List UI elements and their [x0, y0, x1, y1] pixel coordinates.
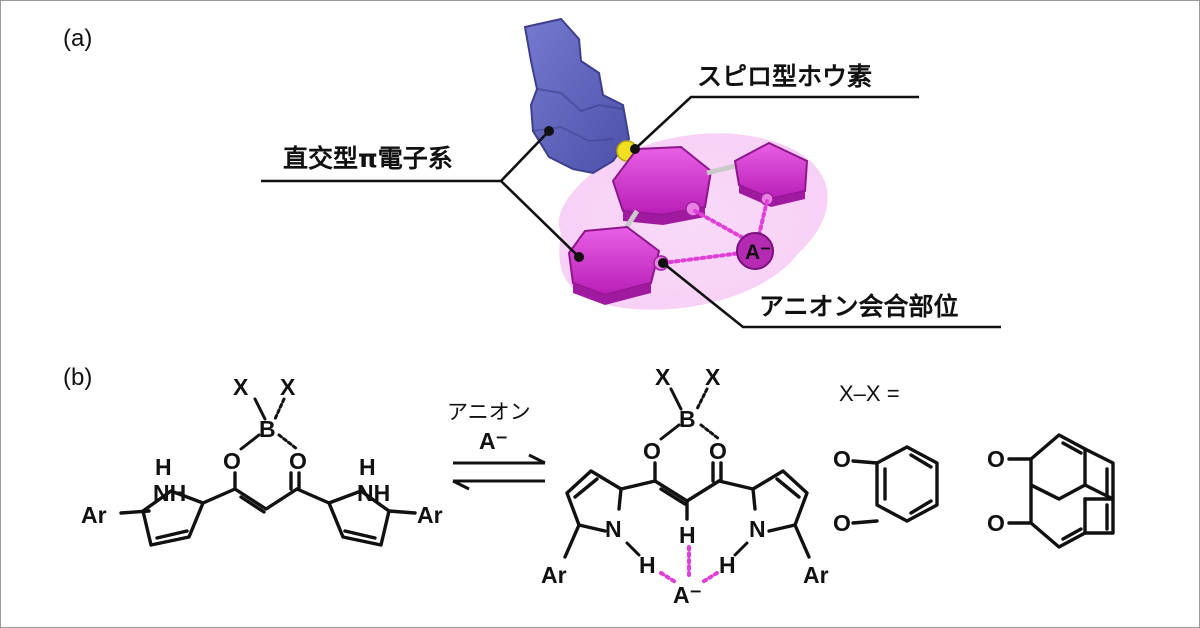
model-hbond [693, 209, 747, 241]
model-anion-sphere [736, 232, 774, 270]
panel-b-label: (b) [63, 364, 92, 391]
atom-nh: NH [153, 480, 186, 506]
left-molecule: X X B O O H NH Ar H NH Ar [81, 374, 443, 547]
atom-b: B [679, 406, 696, 432]
atom-ar: Ar [81, 502, 107, 528]
naphthalene-ring [1083, 447, 1115, 501]
bond [717, 469, 809, 533]
bond [751, 487, 757, 511]
reaction-label: アニオン [447, 400, 531, 424]
bond [851, 519, 879, 525]
atom-o: O [833, 510, 851, 536]
atom-ar: Ar [541, 562, 567, 588]
atom-x: X [280, 374, 296, 400]
model-hbond [757, 199, 769, 237]
naphthalene-diol-structure: O O [987, 433, 1115, 549]
model-hbond [661, 251, 743, 265]
benzene-ring [875, 445, 939, 523]
bond [733, 541, 749, 557]
model-bond-rod [706, 162, 740, 176]
naphthalene-ring [1083, 497, 1115, 535]
bond [565, 469, 657, 533]
bond [119, 509, 151, 515]
bond [909, 453, 933, 469]
bond [775, 477, 801, 499]
callout-spiro-boron-label: スピロ型ホウ素 [697, 62, 872, 91]
atom-o: O [709, 438, 727, 464]
atom-o: O [833, 446, 851, 472]
molecular-model: A⁻ [523, 17, 828, 310]
right-molecule: X X B O O H N H Ar N H Ar [541, 364, 829, 608]
hbond [659, 571, 679, 585]
bond [343, 529, 377, 540]
bond [793, 523, 811, 559]
atom-x: X [233, 374, 249, 400]
atom-o: O [289, 448, 307, 474]
atom-x: X [705, 364, 721, 390]
catechol-structure: O O [833, 445, 939, 536]
bond [1061, 527, 1083, 541]
bond [253, 397, 267, 421]
bond [659, 423, 681, 441]
bond [239, 495, 266, 514]
atom-h: H [679, 522, 696, 548]
equilibrium-arrows: アニオン A⁻ [447, 400, 546, 491]
bond [1061, 441, 1083, 455]
atom-nh: NH [357, 480, 390, 506]
bond [155, 529, 189, 540]
atom-x: X [655, 364, 671, 390]
atom-h: H [639, 552, 656, 578]
bond [573, 477, 599, 499]
callout-anion-site-label: アニオン会合部位 [759, 292, 959, 321]
atom-o: O [643, 438, 661, 464]
bond [233, 471, 299, 511]
bond [669, 387, 683, 411]
callout-orthogonal-pi-label: 直交型π電子系 [283, 144, 453, 173]
bond [239, 433, 261, 451]
bound-anion-label: A⁻ [673, 582, 702, 608]
callout-orthogonal-pi: 直交型π電子系 [261, 126, 584, 262]
bond [699, 423, 721, 441]
bond [659, 487, 687, 506]
bond [273, 397, 286, 421]
magenta-pyrrole-right [733, 141, 809, 207]
bond [695, 387, 709, 411]
panel-a-label: (a) [63, 25, 92, 52]
bond [653, 461, 721, 503]
bond [909, 499, 933, 515]
bond [277, 433, 299, 451]
forward-arrowhead [528, 453, 546, 465]
callout-anion-site: アニオン会合部位 [658, 258, 1001, 329]
bond [851, 459, 879, 465]
atom-b: B [259, 416, 276, 442]
reagent-label: A⁻ [479, 428, 508, 454]
bond [617, 487, 623, 511]
atom-n: N [605, 516, 622, 542]
bond [563, 523, 581, 559]
bond [141, 487, 237, 547]
bond [625, 541, 641, 557]
model-anion-label: A⁻ [745, 241, 771, 264]
hbond [699, 571, 719, 585]
orthogonal-pi-blade [523, 17, 631, 175]
atom-o: O [223, 448, 241, 474]
bond [387, 509, 417, 515]
atom-n: N [749, 516, 766, 542]
atom-h: H [359, 454, 376, 480]
atom-o: O [987, 446, 1005, 472]
callout-spiro-boron: スピロ型ホウ素 [630, 62, 919, 154]
atom-o: O [987, 510, 1005, 536]
atom-ar: Ar [417, 502, 443, 528]
atom-ar: Ar [803, 562, 829, 588]
reverse-arrowhead [452, 479, 470, 491]
definition-label: X–X = [839, 381, 900, 406]
atom-h: H [719, 552, 736, 578]
bond [295, 487, 391, 547]
atom-h: H [155, 454, 172, 480]
naphthalene-ring [1029, 483, 1087, 549]
magenta-chelate-ring [611, 145, 713, 225]
